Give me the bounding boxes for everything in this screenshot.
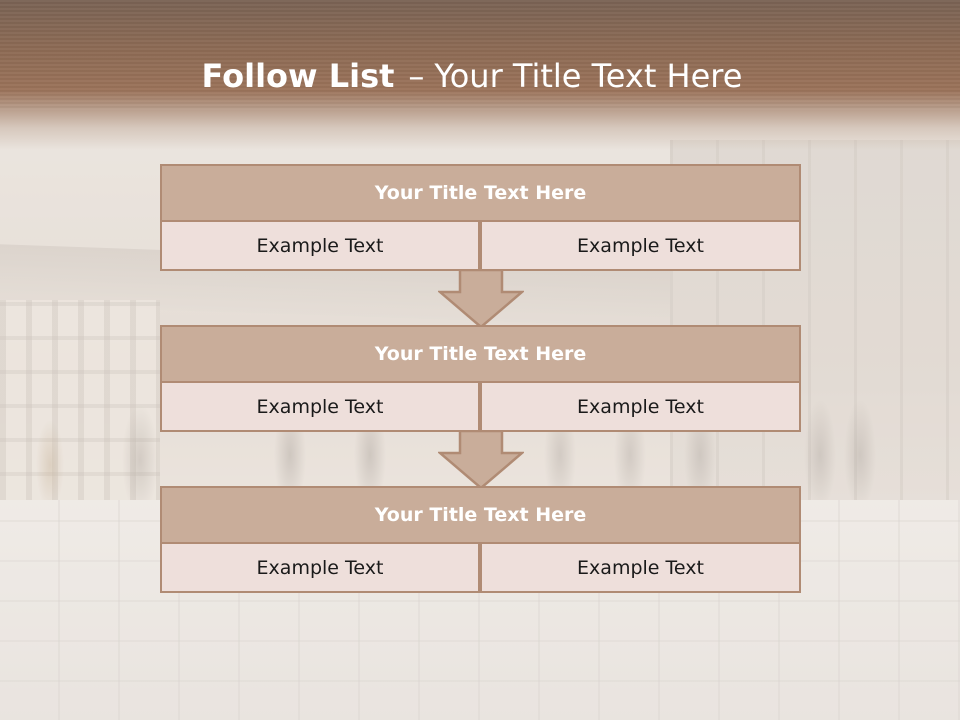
slide-title: Follow List–Your Title Text Here bbox=[0, 54, 944, 98]
flow-block-left-cell: Example Text bbox=[160, 220, 480, 271]
flow-block-title: Your Title Text Here bbox=[160, 486, 801, 544]
flow-block-3: Your Title Text Here Example Text Exampl… bbox=[160, 486, 801, 593]
flow-block-right-cell: Example Text bbox=[480, 381, 801, 432]
flow-block-1: Your Title Text Here Example Text Exampl… bbox=[160, 164, 801, 271]
flow-block-right-cell: Example Text bbox=[480, 542, 801, 593]
down-arrow-icon bbox=[438, 431, 524, 489]
background-building bbox=[0, 300, 160, 510]
flow-block-left-cell: Example Text bbox=[160, 381, 480, 432]
slide-title-text: Your Title Text Here bbox=[434, 57, 743, 95]
flow-block-title: Your Title Text Here bbox=[160, 164, 801, 222]
flow-block-left-cell: Example Text bbox=[160, 542, 480, 593]
title-bar-texture bbox=[0, 0, 960, 110]
slide-title-separator: – bbox=[408, 57, 425, 95]
down-arrow-icon bbox=[438, 270, 524, 328]
slide-title-bold: Follow List bbox=[201, 57, 395, 95]
flow-block-right-cell: Example Text bbox=[480, 220, 801, 271]
flow-block-title: Your Title Text Here bbox=[160, 325, 801, 383]
flow-block-2: Your Title Text Here Example Text Exampl… bbox=[160, 325, 801, 432]
title-bar bbox=[0, 0, 960, 150]
